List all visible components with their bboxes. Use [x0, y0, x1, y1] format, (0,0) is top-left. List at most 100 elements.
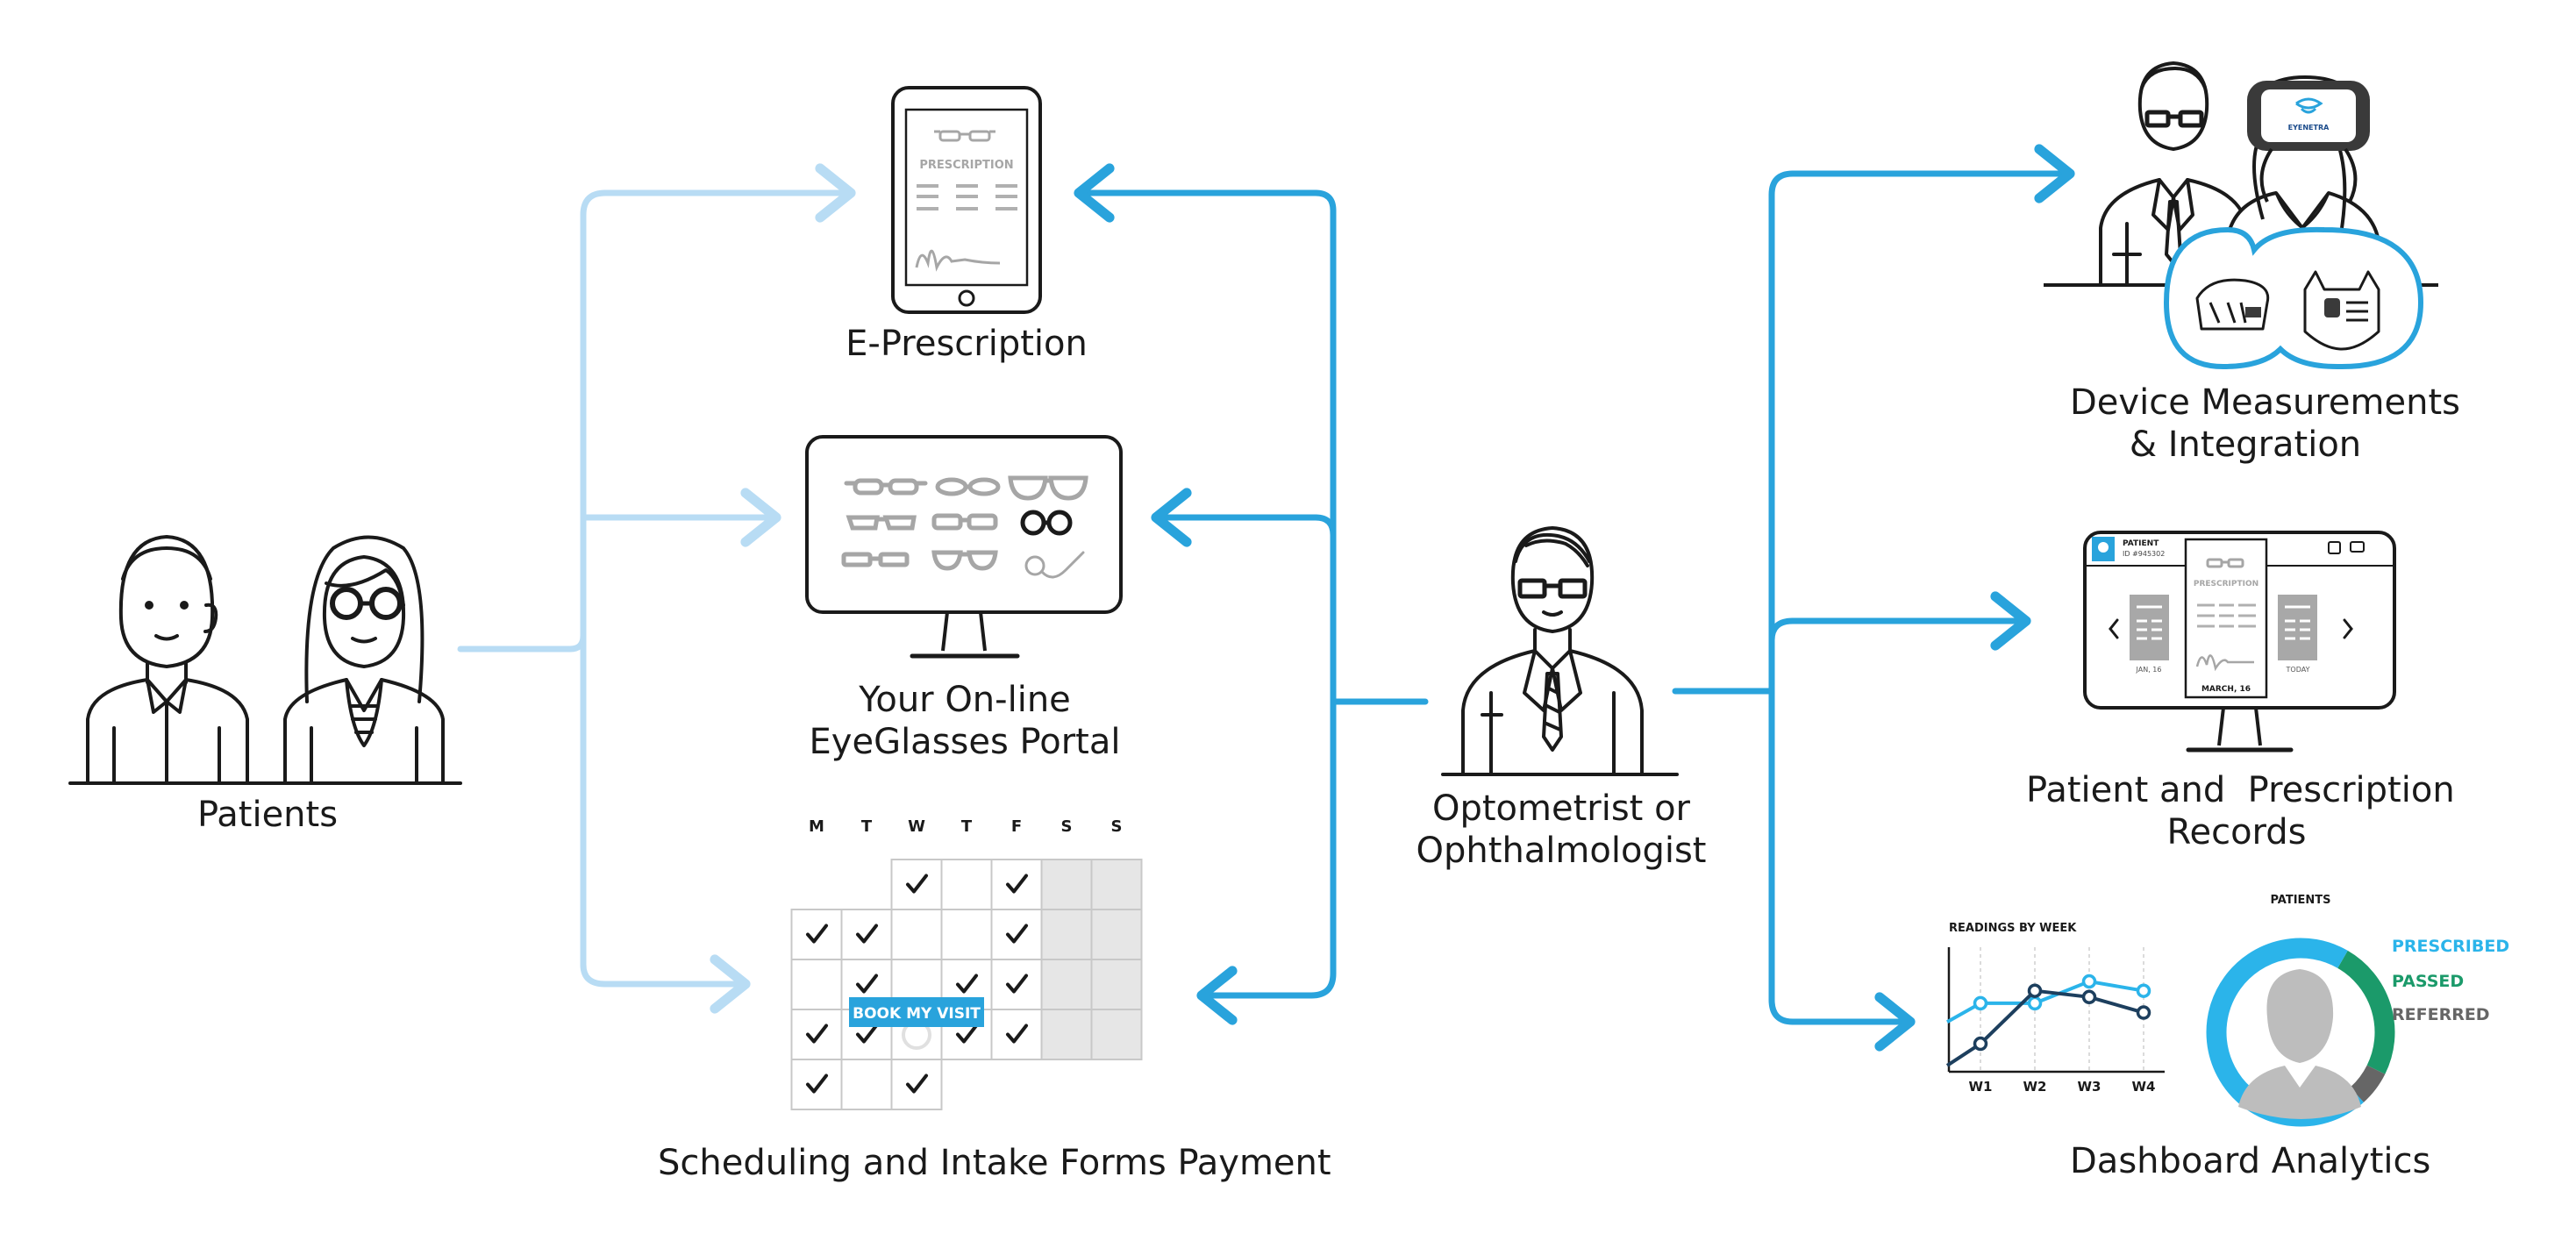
data-point	[1973, 995, 1988, 1011]
calendar-icon[interactable]	[2328, 541, 2341, 554]
donut-title: PATIENTS	[2270, 894, 2330, 907]
glasses-icon	[841, 552, 910, 567]
optometrist-illustration	[1441, 526, 1679, 776]
day-label: W	[908, 817, 925, 836]
tie	[1542, 672, 1563, 752]
optometrist-label-line2: Ophthalmologist	[1416, 831, 1707, 871]
scheduling-label-text: Scheduling and Intake Forms Payment	[658, 1143, 1331, 1183]
data-point	[2027, 995, 2043, 1011]
doctor-branch-left-vertical	[1308, 189, 1337, 999]
calendar-cell[interactable]	[1090, 1009, 1143, 1060]
legend-prescribed: PRESCRIBED	[2392, 937, 2509, 956]
calendar-cell[interactable]	[990, 1009, 1043, 1060]
eyenetra-logo-icon	[2295, 97, 2323, 114]
patients-label-text: Patients	[196, 795, 339, 835]
calendar-cell[interactable]	[790, 1009, 843, 1060]
data-point	[2081, 974, 2097, 989]
calendar-cell[interactable]	[940, 909, 993, 960]
calendar-cell[interactable]	[990, 859, 1043, 910]
day-label: S	[1061, 817, 1073, 836]
record-card-center[interactable]: PRESCRIPTION MARCH, 16	[2184, 538, 2268, 699]
data-point	[2081, 989, 2097, 1005]
e-prescription-doc-title: PRESCRIPTION	[919, 159, 1013, 172]
doctor-figure	[2099, 61, 2243, 287]
calendar-cell[interactable]	[940, 859, 993, 910]
checkmark-icon	[906, 874, 928, 894]
glasses-icon	[1020, 510, 1073, 536]
calendar-cell[interactable]	[790, 909, 843, 960]
calendar-cell[interactable]	[890, 1059, 943, 1110]
book-my-visit-button[interactable]: BOOK MY VISIT	[849, 997, 984, 1027]
clip-device-icon	[2303, 270, 2380, 351]
female-patient	[283, 535, 445, 785]
analytics-label-text: Dashboard Analytics	[2070, 1141, 2431, 1181]
glasses-icon	[330, 587, 363, 620]
checkmark-icon	[806, 1024, 828, 1044]
signature	[915, 249, 1001, 272]
donut-slice	[2350, 1065, 2386, 1102]
calendar-cell[interactable]	[1040, 909, 1093, 960]
calendar-cell[interactable]	[790, 1059, 843, 1110]
e-prescription-label: E-Prescription	[835, 323, 1098, 365]
calendar-cell[interactable]	[890, 859, 943, 910]
scheduling-label: Scheduling and Intake Forms Payment	[658, 1142, 1331, 1184]
checkmark-icon	[806, 924, 828, 944]
male-patient	[86, 535, 249, 785]
checkmark-icon	[856, 974, 878, 994]
records-label-line1: Patient and Prescription	[2026, 770, 2455, 810]
checkmark-icon	[1006, 924, 1028, 944]
calendar-cell[interactable]	[1090, 959, 1143, 1010]
day-label: M	[809, 817, 824, 836]
optometrist-label-line1: Optometrist or	[1431, 788, 1690, 829]
chart-title: READINGS BY WEEK	[1949, 922, 2077, 935]
portal-label-line2: EyeGlasses Portal	[809, 722, 1121, 762]
record-card-left[interactable]: JAN, 16	[2130, 595, 2169, 674]
data-point	[2136, 983, 2151, 998]
patients-label: Patients	[180, 794, 355, 836]
glasses-icon	[844, 478, 928, 496]
doctor-connectors	[1074, 144, 2075, 1052]
calendar-cell[interactable]	[990, 909, 1043, 960]
data-point	[2027, 983, 2043, 998]
checkmark-icon	[906, 1074, 928, 1094]
records-label-line2: Records	[2166, 812, 2307, 852]
calendar-cell[interactable]	[1040, 1009, 1093, 1060]
book-my-visit-label[interactable]: BOOK MY VISIT	[853, 1005, 981, 1023]
portal-label-line1: Your On-line	[859, 680, 1071, 720]
checkmark-icon	[1006, 974, 1028, 994]
calendar-cell[interactable]	[1090, 859, 1143, 910]
calendar-cell[interactable]	[890, 909, 943, 960]
device-illustration: EYENETRA	[2044, 61, 2438, 370]
analytics-label: Dashboard Analytics	[2070, 1140, 2431, 1182]
glasses-icon	[1008, 475, 1088, 501]
patient-id: ID #945302	[2123, 550, 2165, 558]
records-label: Patient and Prescription Records	[2026, 769, 2455, 853]
chevron-left-icon[interactable]	[2109, 618, 2119, 639]
x-tick-label: W1	[1969, 1079, 1993, 1095]
e-prescription-label-text: E-Prescription	[846, 324, 1088, 364]
calendar-checkmarks	[806, 874, 1028, 1094]
prescription-lines	[917, 184, 1017, 210]
calendar-cell[interactable]	[1090, 909, 1143, 960]
doctor-branch-right-vertical	[1768, 170, 1796, 1025]
calendar-cell[interactable]	[1040, 859, 1093, 910]
device-bubble	[2163, 226, 2424, 370]
legend-passed: PASSED	[2392, 972, 2464, 991]
calendar-cell[interactable]	[790, 959, 843, 1010]
calendar-cell[interactable]	[840, 909, 893, 960]
chat-icon[interactable]	[2350, 541, 2365, 553]
calendar-cell[interactable]	[990, 959, 1043, 1010]
checkmark-icon	[956, 974, 978, 994]
day-label: T	[861, 817, 873, 836]
record-doc-title: PRESCRIPTION	[2194, 580, 2258, 588]
calendar-cell[interactable]	[840, 1059, 893, 1110]
checkmark-icon	[1006, 874, 1028, 894]
data-point	[1973, 1036, 1988, 1052]
chevron-right-icon[interactable]	[2343, 618, 2353, 639]
record-card-right[interactable]: TODAY	[2278, 595, 2317, 674]
calendar-cell[interactable]	[1040, 959, 1093, 1010]
checkmark-icon	[856, 924, 878, 944]
vr-device-icon	[2195, 278, 2270, 331]
